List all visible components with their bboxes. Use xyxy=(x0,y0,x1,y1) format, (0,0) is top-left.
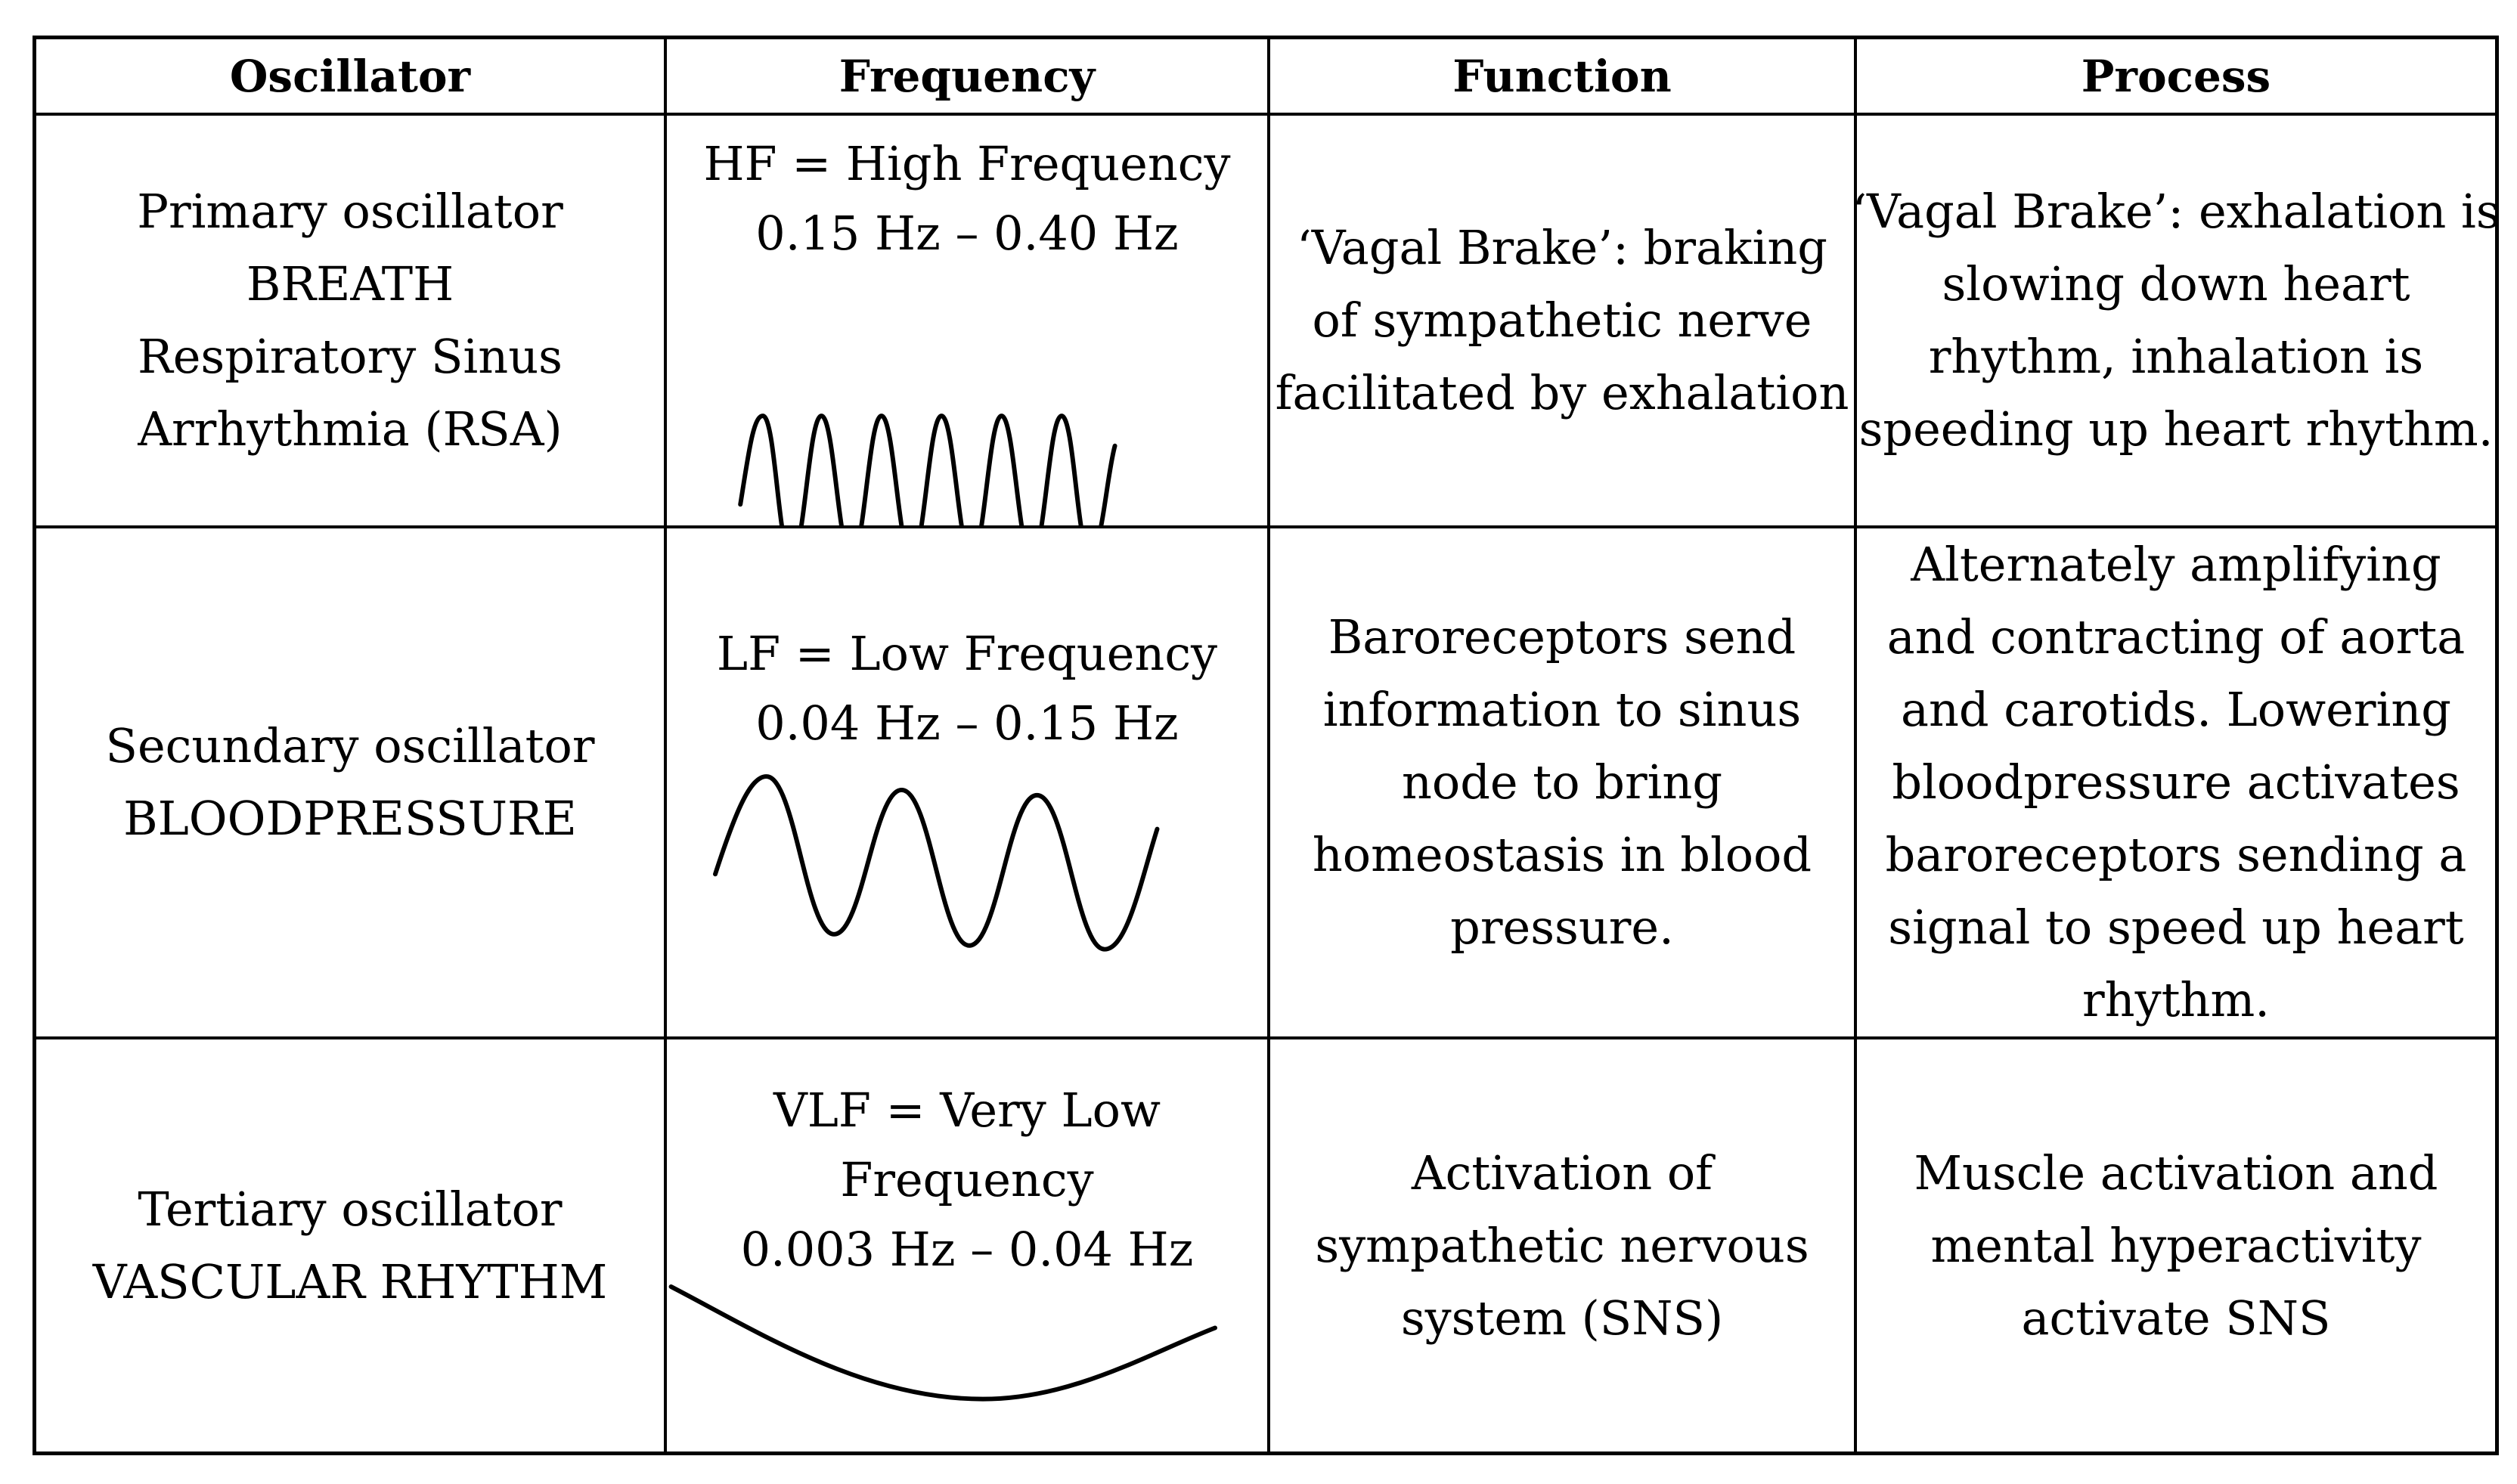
text-line: LF = Low Frequency xyxy=(716,626,1218,681)
text-line: 0.003 Hz – 0.04 Hz xyxy=(740,1222,1194,1277)
lf-wave-path xyxy=(713,774,1160,952)
text-line: pressure. xyxy=(1450,900,1674,955)
text-line: and contracting of aorta xyxy=(1886,609,2466,665)
text-line: slowing down heart xyxy=(1942,256,2410,311)
text-line: system (SNS) xyxy=(1400,1290,1724,1346)
row-1-frequency: HF = High Frequency 0.15 Hz – 0.40 Hz xyxy=(667,116,1270,528)
text-line: HF = High Frequency xyxy=(703,136,1231,191)
text-line: ‘Vagal Brake’: exhalation is xyxy=(1857,184,2495,239)
text-line: BLOODPRESSURE xyxy=(123,791,577,846)
row-3-frequency: VLF = Very Low Frequency 0.003 Hz – 0.04… xyxy=(667,1039,1270,1451)
text-line: 0.04 Hz – 0.15 Hz xyxy=(755,696,1179,751)
text-line: baroreceptors sending a xyxy=(1885,827,2467,882)
text-line: ‘Vagal Brake’: braking xyxy=(1297,220,1827,275)
text-line: rhythm. xyxy=(2082,972,2270,1027)
text-line: Frequency xyxy=(840,1152,1094,1207)
hf-wave-path xyxy=(738,414,1117,525)
text-line: 0.15 Hz – 0.40 Hz xyxy=(755,206,1179,261)
text-line: speeding up heart rhythm. xyxy=(1858,401,2494,457)
text-line: BREATH xyxy=(246,256,454,311)
row-3-function: Activation of sympathetic nervous system… xyxy=(1270,1039,1857,1451)
row-2-frequency: LF = Low Frequency 0.04 Hz – 0.15 Hz xyxy=(667,528,1270,1039)
text-line: of sympathetic nerve xyxy=(1312,293,1812,348)
frequency-label: LF = Low Frequency 0.04 Hz – 0.15 Hz xyxy=(717,619,1217,758)
text-line: node to bring xyxy=(1401,754,1723,810)
text-line: Baroreceptors send xyxy=(1328,609,1796,665)
text-line: Alternately amplifying xyxy=(1911,537,2441,592)
row-1-oscillator: Primary oscillator BREATH Respiratory Si… xyxy=(36,116,667,528)
row-3-process: Muscle activation and mental hyperactivi… xyxy=(1857,1039,2495,1451)
text-line: sympathetic nervous xyxy=(1315,1217,1809,1273)
text-line: information to sinus xyxy=(1322,682,1802,737)
frequency-label: VLF = Very Low Frequency 0.003 Hz – 0.04… xyxy=(741,1076,1194,1284)
frequency-label: HF = High Frequency 0.15 Hz – 0.40 Hz xyxy=(703,129,1230,268)
text-line: VLF = Very Low xyxy=(773,1083,1161,1138)
text-line: Secundary oscillator xyxy=(105,718,595,773)
row-1-process: ‘Vagal Brake’: exhalation is slowing dow… xyxy=(1857,116,2495,528)
text-line: Primary oscillator xyxy=(137,184,563,239)
text-line: and carotids. Lowering xyxy=(1901,682,2451,737)
vlf-wave-path xyxy=(668,1284,1217,1402)
row-3-oscillator: Tertiary oscillator VASCULAR RHYTHM xyxy=(36,1039,667,1451)
header-process: Process xyxy=(1857,39,2495,116)
text-line: Muscle activation and xyxy=(1914,1145,2438,1201)
text-line: homeostasis in blood xyxy=(1312,827,1812,882)
sine-wave-low-frequency-icon xyxy=(713,774,1160,952)
row-2-oscillator: Secundary oscillator BLOODPRESSURE xyxy=(36,528,667,1039)
text-line: bloodpressure activates xyxy=(1892,754,2460,810)
text-line: VASCULAR RHYTHM xyxy=(92,1253,608,1309)
header-oscillator: Oscillator xyxy=(36,39,667,116)
text-line: rhythm, inhalation is xyxy=(1928,329,2424,384)
text-line: Arrhythmia (RSA) xyxy=(138,401,563,457)
text-line: activate SNS xyxy=(2021,1290,2331,1346)
header-frequency: Frequency xyxy=(667,39,1270,116)
text-line: facilitated by exhalation xyxy=(1275,365,1849,420)
text-line: Respiratory Sinus xyxy=(138,329,563,384)
text-line: signal to speed up heart xyxy=(1888,900,2464,955)
row-2-function: Baroreceptors send information to sinus … xyxy=(1270,528,1857,1039)
oscillator-table: Oscillator Frequency Function Process Pr… xyxy=(33,36,2499,1455)
header-function: Function xyxy=(1270,39,1857,116)
text-line: mental hyperactivity xyxy=(1930,1217,2422,1273)
text-line: Tertiary oscillator xyxy=(138,1181,563,1237)
row-2-process: Alternately amplifying and contracting o… xyxy=(1857,528,2495,1039)
text-line: Activation of xyxy=(1411,1145,1713,1201)
row-1-function: ‘Vagal Brake’: braking of sympathetic ne… xyxy=(1270,116,1857,528)
